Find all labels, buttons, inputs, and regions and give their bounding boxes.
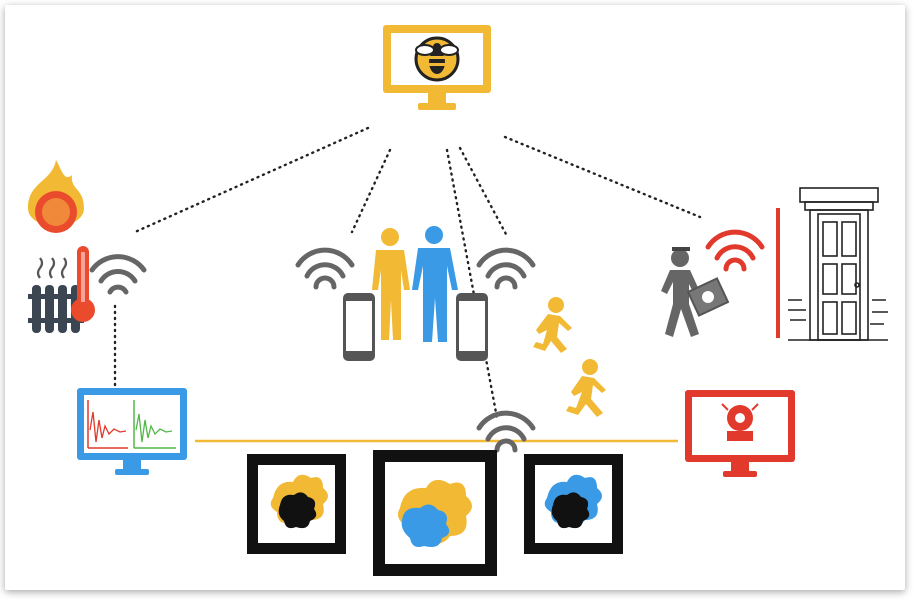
flame-icon: [28, 160, 84, 233]
link-hub-people: [350, 148, 392, 234]
link-hub-art: [445, 148, 499, 420]
alarm-bell-monitor-icon: [685, 390, 795, 477]
delivery-person-icon: [661, 247, 730, 337]
link-hub-children: [458, 146, 509, 238]
thermometer-icon: [71, 246, 95, 322]
doorbell-strip: [776, 208, 780, 338]
connection-lines: [113, 126, 702, 420]
smartphone-icon: [456, 293, 488, 361]
running-child-icon: [533, 297, 572, 353]
signal-chart-monitor-icon: [77, 388, 187, 475]
wifi-icon: [476, 247, 536, 290]
link-hub-heating: [133, 126, 370, 234]
wifi-icon: [89, 254, 147, 295]
hub-monitor-icon: [383, 25, 491, 110]
adult-woman-icon: [372, 228, 410, 340]
framed-art-icon: [524, 454, 623, 554]
link-hub-courier: [503, 135, 702, 219]
wifi-icon: [705, 229, 765, 272]
wifi-icon: [476, 410, 536, 453]
adult-man-icon: [412, 226, 458, 342]
diagram-canvas: [5, 5, 905, 590]
smartphone-icon: [343, 293, 375, 361]
framed-art-icon: [247, 454, 346, 554]
framed-art-icon: [373, 450, 497, 576]
radiator-icon: [28, 257, 84, 333]
iot-home-diagram: [28, 25, 888, 576]
door-sketch-icon: [788, 187, 888, 341]
wifi-icon: [295, 247, 355, 290]
bee-logo-icon: [414, 36, 460, 82]
running-child-icon: [566, 359, 606, 417]
